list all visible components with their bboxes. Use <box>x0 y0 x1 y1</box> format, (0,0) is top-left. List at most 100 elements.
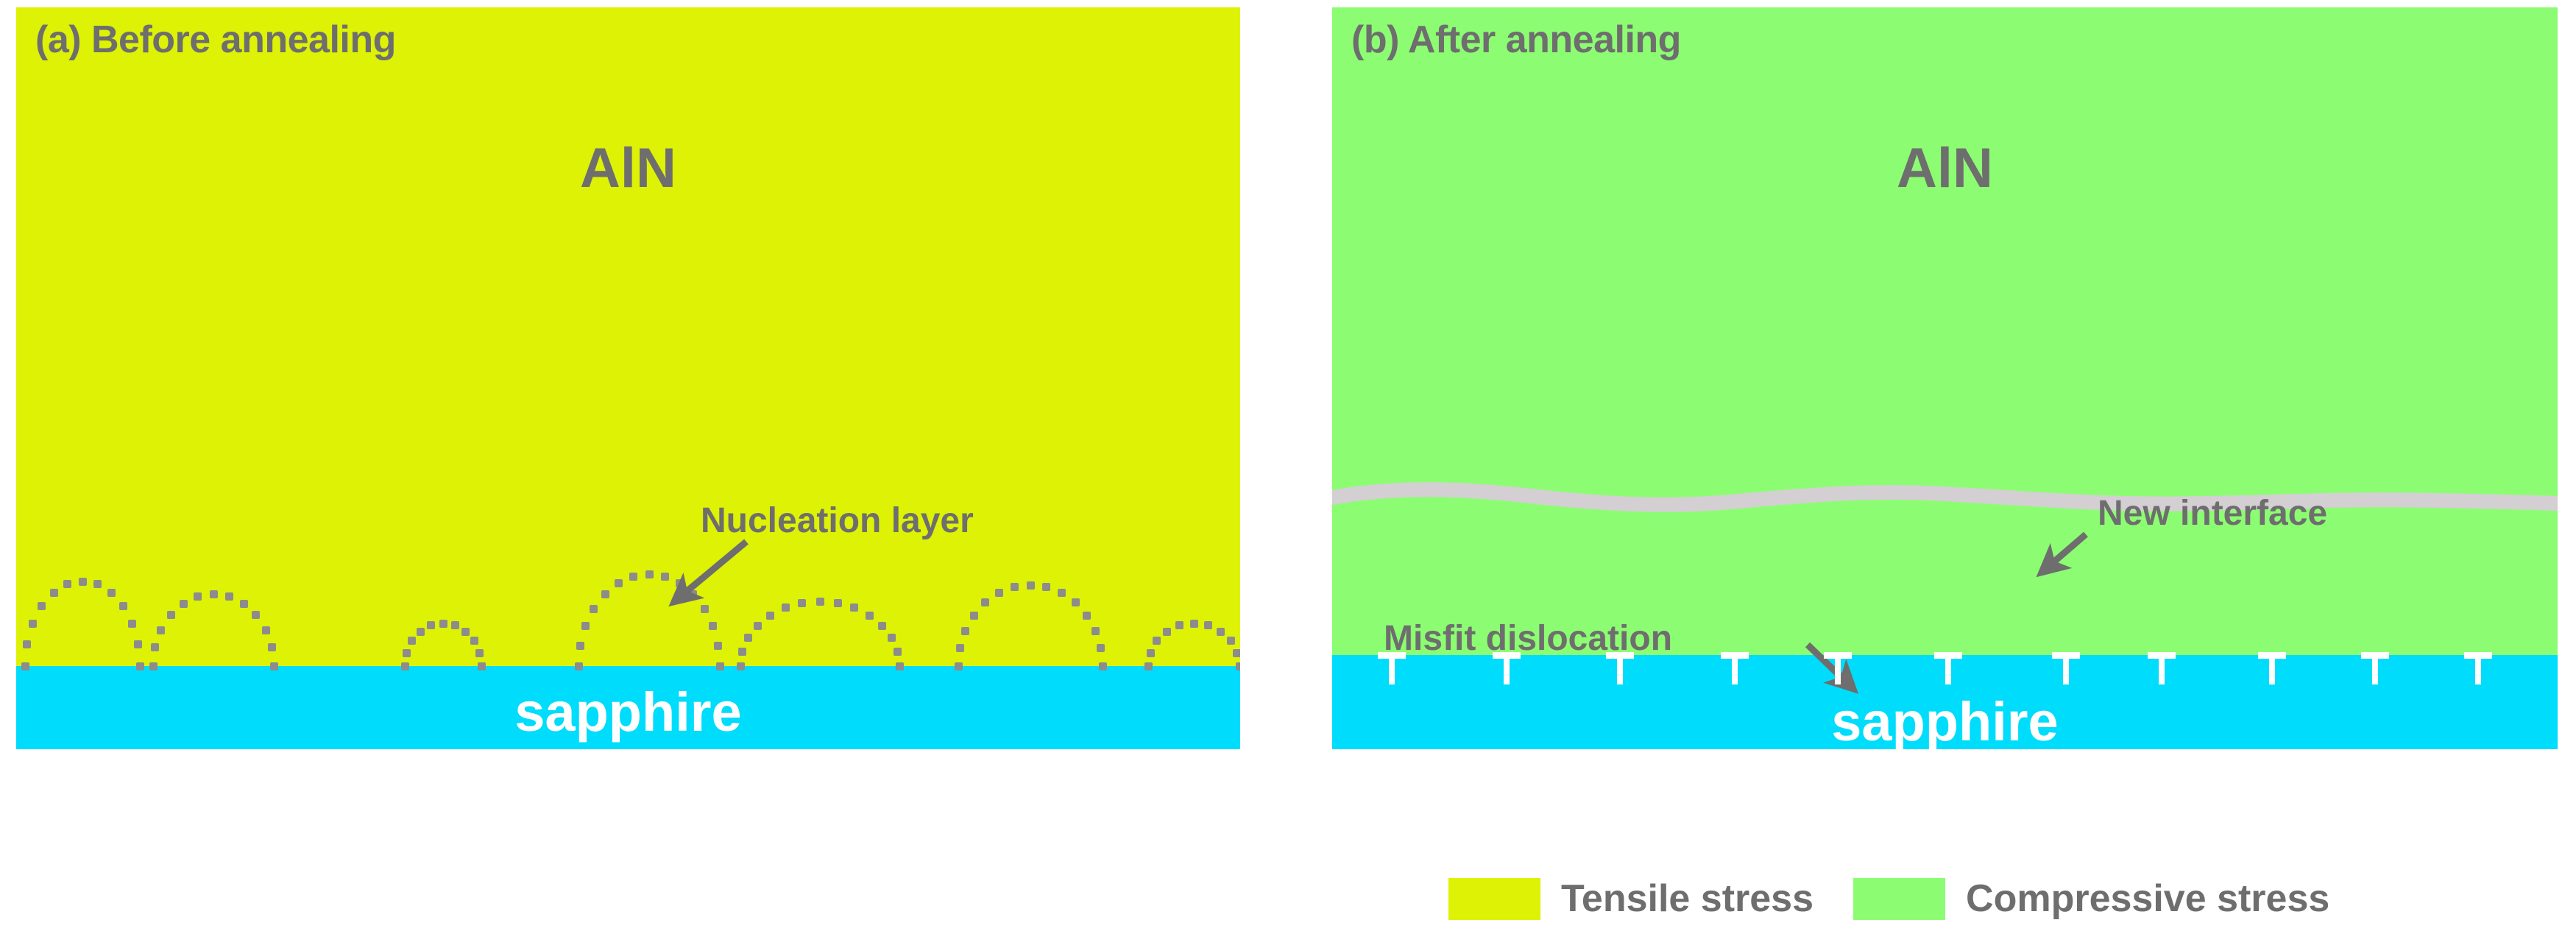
nucleation-dome-dot <box>887 634 896 643</box>
nucleation-dome-dot <box>1153 637 1161 645</box>
sapphire-label-a: sapphire <box>514 682 742 743</box>
new-interface-band <box>1332 482 2558 512</box>
nucleation-dome-dot <box>1098 662 1107 670</box>
nucleation-dome-dot <box>850 604 859 612</box>
nucleation-dome-dot <box>1146 648 1155 657</box>
misfit-dislocation-marker <box>2258 652 2286 684</box>
misfit-dislocation-marker <box>1606 652 1634 684</box>
nucleation-dome-dot <box>450 621 459 630</box>
misfit-marker-stem <box>1732 652 1738 684</box>
nucleation-dome-dot <box>118 602 127 611</box>
misfit-marker-stem <box>1945 652 1951 684</box>
nucleation-dome-dot <box>893 647 902 656</box>
nucleation-dome-dot <box>614 578 623 587</box>
panel-before-annealing: (a) Before annealing AlN sapphire Nuclea… <box>16 7 1240 749</box>
nucleation-dome-dot <box>865 611 874 620</box>
nucleation-dome-dot <box>1058 589 1066 598</box>
nucleation-dome-dot <box>660 572 669 581</box>
nucleation-dome-dot <box>895 662 904 670</box>
nucleation-dome-dot <box>815 597 824 606</box>
misfit-dislocation-marker <box>2361 652 2389 684</box>
misfit-dislocation-marker <box>2464 652 2492 684</box>
misfit-marker-stem <box>2269 652 2275 684</box>
nucleation-dome-dot <box>955 644 964 653</box>
legend-swatch-tensile <box>1448 877 1540 920</box>
nucleation-dome-dot <box>209 590 218 598</box>
nucleation-dome-dot <box>766 611 775 620</box>
nucleation-dome-dot <box>715 662 724 670</box>
nucleation-dome-dot <box>1189 619 1198 628</box>
nucleation-dome-dot <box>1235 662 1240 670</box>
legend-label-tensile: Tensile stress <box>1561 877 1814 920</box>
nucleation-dome-dot <box>601 590 609 598</box>
nucleation-dome-dot <box>629 572 638 581</box>
nucleation-dome-dot <box>475 648 484 657</box>
nucleation-dome-dot <box>744 634 753 643</box>
nucleation-dome-dot <box>1163 627 1172 636</box>
nucleation-dome-dot <box>574 662 583 670</box>
misfit-marker-stem <box>2475 652 2481 684</box>
misfit-dislocation-marker <box>2052 652 2080 684</box>
nucleation-dome-dot <box>1091 626 1100 635</box>
nucleation-dome-dot <box>107 588 116 597</box>
nucleation-dome-dot <box>403 648 411 657</box>
misfit-dislocation-marker <box>1824 652 1852 684</box>
panel-after-annealing: (b) After annealing AlN sapphire New int… <box>1332 7 2558 749</box>
nucleation-dome-dot <box>1144 662 1153 670</box>
sapphire-substrate-layer-b <box>1332 655 2558 749</box>
nucleation-dome-dot <box>736 662 745 670</box>
nucleation-dome-dot <box>576 641 584 650</box>
aln-label-a: AlN <box>580 137 676 199</box>
nucleation-dome-dot <box>23 640 32 648</box>
nucleation-dome-dot <box>416 627 425 636</box>
misfit-marker-stem <box>1504 652 1510 684</box>
nucleation-dome-dot <box>1010 583 1019 592</box>
nucleation-dome-dot <box>1216 627 1225 636</box>
sapphire-label-b: sapphire <box>1831 691 2059 749</box>
aln-film-layer-b <box>1332 7 2558 655</box>
nucleation-dome-dot <box>269 662 278 670</box>
misfit-marker-stem <box>1617 652 1623 684</box>
misfit-marker-stem <box>2159 652 2165 684</box>
misfit-marker-stem <box>2372 652 2378 684</box>
nucleation-dome-dot <box>833 598 842 607</box>
nucleation-dome-dot <box>157 626 166 634</box>
nucleation-dome-dot <box>581 622 590 631</box>
nucleation-dome-dot <box>781 604 790 612</box>
nucleation-dome-dot <box>461 627 470 636</box>
nucleation-dome-dot <box>151 643 160 652</box>
new-interface-arrow-icon <box>2036 531 2088 578</box>
misfit-dislocation-marker <box>1721 652 1749 684</box>
nucleation-dome-dot <box>1042 583 1051 592</box>
nucleation-dome-dot <box>738 647 747 656</box>
nucleation-layer-annotation: Nucleation layer <box>701 501 974 540</box>
legend-label-compressive: Compressive stress <box>1966 877 2330 920</box>
misfit-dislocation-arrow-icon <box>1805 642 1859 694</box>
nucleation-dome-dot <box>78 577 87 586</box>
nucleation-dome-dot <box>645 570 654 578</box>
nucleation-dome-dot <box>754 621 762 630</box>
misfit-marker-stem <box>2063 652 2069 684</box>
nucleation-dome-dot <box>994 589 1003 598</box>
nucleation-dome-dot <box>877 621 886 630</box>
aln-label-b: AlN <box>1897 137 1993 199</box>
nucleation-dome-dot <box>590 604 598 613</box>
misfit-dislocation-annotation: Misfit dislocation <box>1384 619 1673 658</box>
nucleation-dome-dot <box>21 662 29 670</box>
nucleation-dome-dot <box>93 580 102 589</box>
nucleation-dome-dot <box>969 611 978 620</box>
nucleation-layer-arrow-icon <box>668 539 749 607</box>
nucleation-dome-dot <box>135 662 144 670</box>
aln-film-layer-a <box>16 7 1240 666</box>
nucleation-dome-dot <box>1175 621 1184 630</box>
nucleation-dome-dot <box>49 588 58 597</box>
nucleation-dome-dot <box>128 620 137 628</box>
nucleation-dome-dot <box>1203 621 1212 630</box>
nucleation-dome-dot <box>981 598 990 607</box>
misfit-dislocation-marker <box>2148 652 2176 684</box>
legend: Tensile stress Compressive stress <box>1448 873 2329 924</box>
misfit-dislocation-marker <box>1378 652 1406 684</box>
legend-item-tensile: Tensile stress <box>1448 877 1814 921</box>
nucleation-dome-dot <box>470 637 478 645</box>
